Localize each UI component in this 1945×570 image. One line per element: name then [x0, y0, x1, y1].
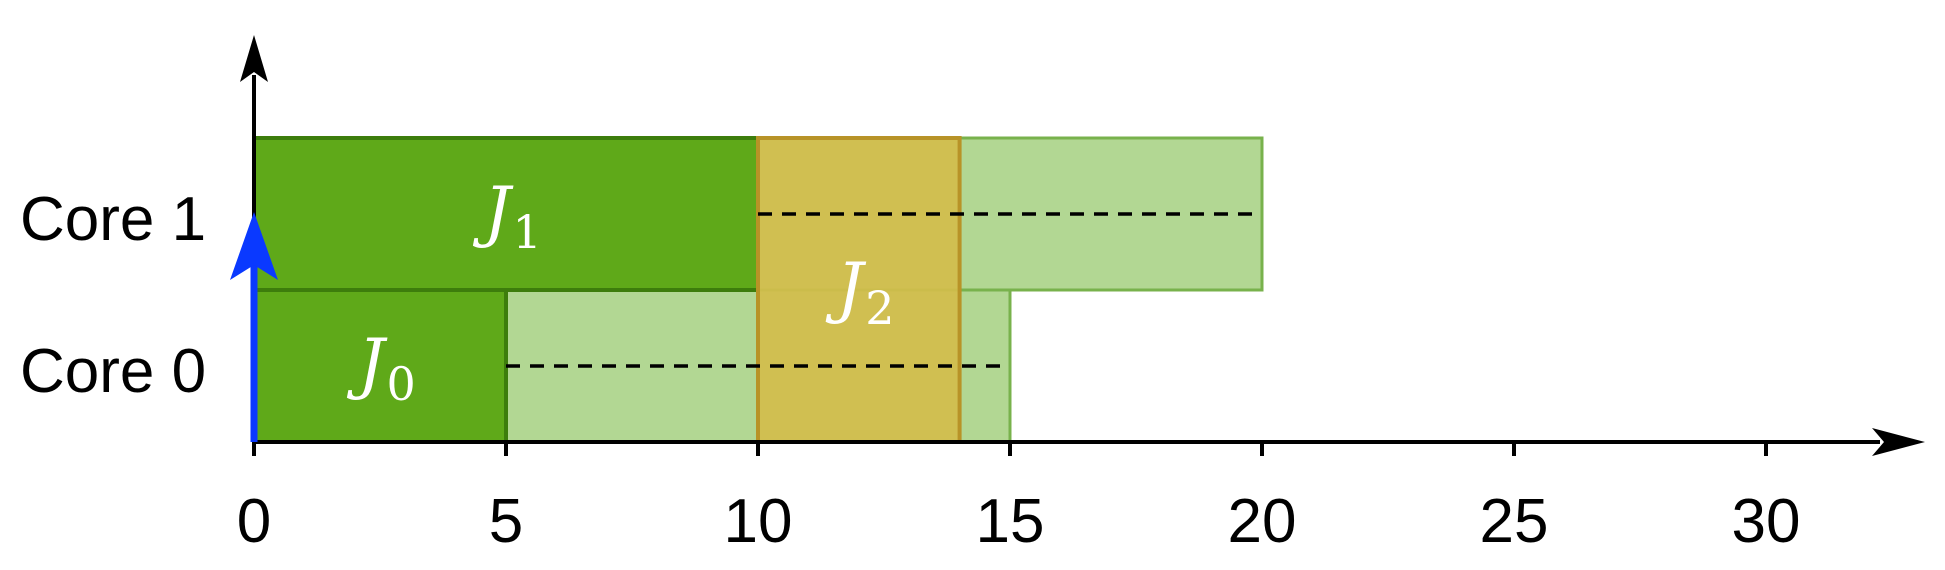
x-tick-label-30: 30 [1732, 487, 1801, 556]
lane-label-core-1: Core 1 [20, 185, 206, 254]
job-label-2: J2 [825, 249, 895, 335]
x-tick-label-15: 15 [976, 487, 1045, 556]
x-axis-arrowhead [1872, 428, 1925, 456]
x-tick-label-20: 20 [1228, 487, 1297, 556]
lane-label-core-0: Core 0 [20, 337, 206, 406]
x-tick-label-5: 5 [489, 487, 523, 556]
deadline-dashes [506, 212, 1260, 368]
job-executions [252, 136, 962, 444]
arrival-arrow [230, 212, 278, 442]
x-tick-label-25: 25 [1480, 487, 1549, 556]
x-axis [254, 428, 1925, 456]
arrival-arrowhead [230, 212, 278, 280]
y-axis-arrowhead [240, 35, 268, 82]
x-tick-label-10: 10 [724, 487, 793, 556]
x-axis-ticks: 0 5 10 15 20 25 30 [237, 442, 1801, 556]
x-tick-label-0: 0 [237, 487, 271, 556]
